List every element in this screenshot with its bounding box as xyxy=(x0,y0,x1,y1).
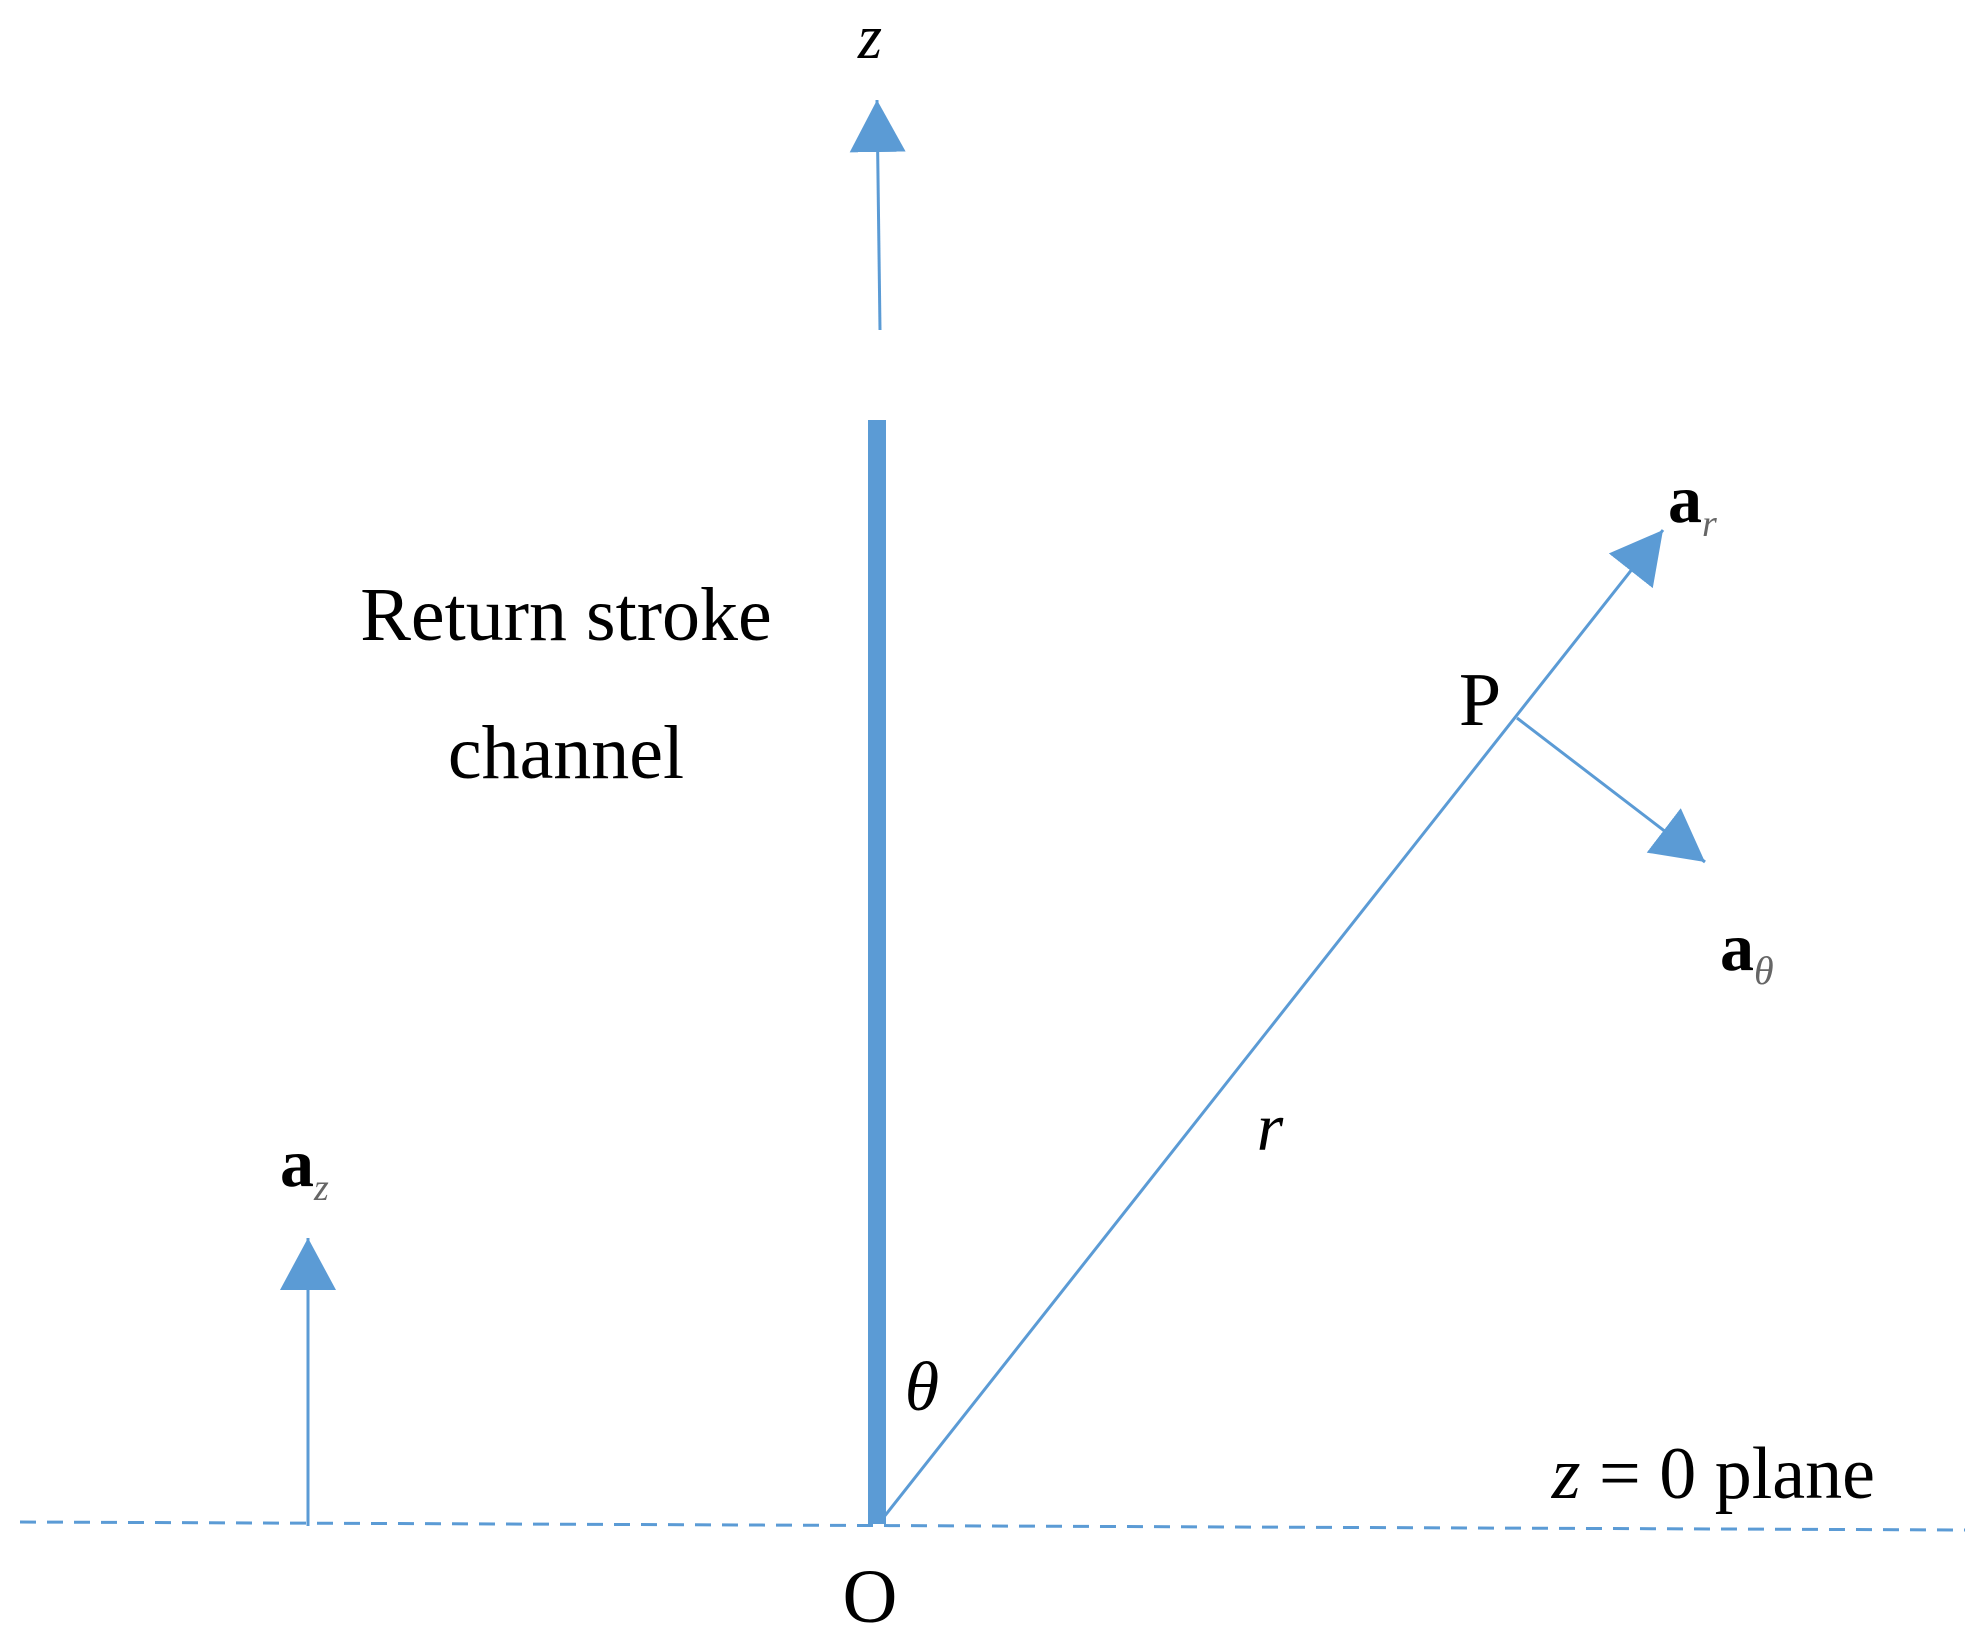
a-theta-label-sub: θ xyxy=(1754,948,1774,993)
a-z-label-base: a xyxy=(280,1125,314,1201)
plane-label-rest: = 0 plane xyxy=(1581,1433,1875,1515)
z-axis-label: z xyxy=(857,4,882,72)
a-r-label-base: a xyxy=(1668,461,1702,537)
origin-label: O xyxy=(843,1555,898,1634)
radius-line-arrow xyxy=(878,529,1665,1523)
point-p-label: P xyxy=(1459,658,1501,742)
a-theta-arrow xyxy=(1516,716,1706,864)
plane-label: z = 0 plane xyxy=(1551,1433,1875,1515)
z-axis-arrow xyxy=(849,99,906,331)
a-z-label: az xyxy=(280,1125,329,1209)
theta-angle-label: θ xyxy=(905,1349,939,1426)
a-theta-label-base: a xyxy=(1720,909,1754,985)
a-theta-label: aθ xyxy=(1720,909,1774,993)
channel-label-line1: Return stroke xyxy=(360,573,772,657)
channel-label-line2: channel xyxy=(448,711,684,795)
radius-label: r xyxy=(1257,1089,1284,1165)
ground-plane-line xyxy=(19,1520,1966,1532)
a-z-label-sub: z xyxy=(313,1167,329,1209)
plane-label-var: z xyxy=(1551,1433,1581,1515)
a-r-label-sub: r xyxy=(1702,503,1717,545)
a-r-label: ar xyxy=(1668,461,1717,545)
